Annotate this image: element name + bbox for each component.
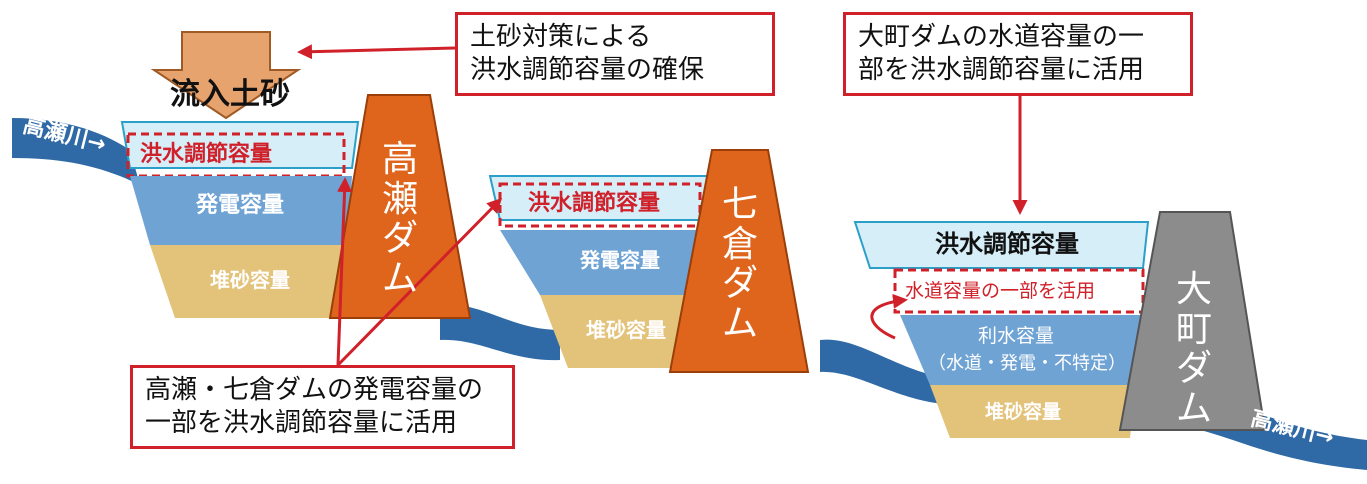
nanakura-dam-char: 倉 [722,223,759,265]
takase-sediment-zone [150,245,348,318]
callout-line: 大町ダムの水道容量の一 [858,22,1145,52]
omachi-dam-char: 町 [1176,308,1213,350]
nanakura-sediment-label: 堆砂容量 [586,318,666,342]
callout-line: 土砂対策による [470,22,652,52]
callout-line: 洪水調節容量の確保 [470,54,705,85]
omachi-dam-char: ム [1176,387,1213,429]
callout-omachi-water: 大町ダムの水道容量の一 部を洪水調節容量に活用 [843,12,1193,96]
sediment-callout-arrow [297,44,456,60]
sediment-inflow-label: 流入土砂 [170,77,290,112]
nanakura-power-label: 発電容量 [580,248,660,272]
omachi-reservoir [853,221,1150,438]
takase-dam-char: ム [382,257,419,299]
callout-sediment-measures: 土砂対策による 洪水調節容量の確保 [455,12,775,96]
power-arrow-takase [336,177,353,366]
omachi-sediment-label: 堆砂容量 [985,401,1062,423]
omachi-use-label: 利水容量 [978,325,1055,347]
takase-power-label: 発電容量 [196,193,285,218]
river [12,118,140,185]
nanakura-dam-char: ム [722,302,759,344]
nanakura-flood-label: 洪水調節容量 [528,191,661,216]
takase-dam-char: ダ [382,218,419,260]
omachi-curved-arrow [870,293,908,340]
callout-line: 高瀬・七倉ダムの発電容量の [145,375,484,405]
callout-power-capacity: 高瀬・七倉ダムの発電容量の 一部を洪水調節容量に活用 [130,365,515,449]
takase-flood-label: 洪水調節容量 [140,142,273,167]
omachi-sediment-zone [930,385,1136,438]
nanakura-reservoir [488,175,714,368]
sediment-inflow-arrow [150,31,302,120]
callout-line: 部を洪水調節容量に活用 [858,54,1145,85]
nanakura-dam-label: 七 倉 ダ ム [722,185,758,343]
takase-power-zone [130,176,352,245]
omachi-water-dash [893,268,1145,314]
nanakura-dam-char: 七 [722,184,759,225]
omachi-use-zone [900,315,1142,385]
nanakura-dam [668,149,810,373]
omachi-flood-label: 洪水調節容量 [935,230,1079,258]
omachi-flood-zone [853,221,1150,269]
takase-dam-label: 高 瀬 ダ ム [382,140,418,298]
takase-sediment-label: 堆砂容量 [210,268,290,292]
omachi-water-part-label: 水道容量の一部を活用 [905,280,1096,302]
omachi-dam-char: ダ [1176,348,1213,390]
takase-reservoir [120,121,360,318]
omachi-use-sub-label: （水道・発電・不特定） [928,353,1126,374]
callout-line: 一部を洪水調節容量に活用 [145,407,458,438]
nanakura-power-zone [500,230,705,295]
takase-dam-char: 瀬 [382,178,419,220]
nanakura-sediment-zone [540,295,700,368]
nanakura-dam-char: ダ [722,263,759,305]
river-mid2 [820,339,960,405]
omachi-dam-label: 大 町 ダ ム [1176,270,1212,428]
omachi-dam [1118,211,1267,431]
takase-dam-char: 高 [382,139,419,180]
power-arrow-nanakura [336,197,503,367]
omachi-dam-char: 大 [1176,269,1213,310]
